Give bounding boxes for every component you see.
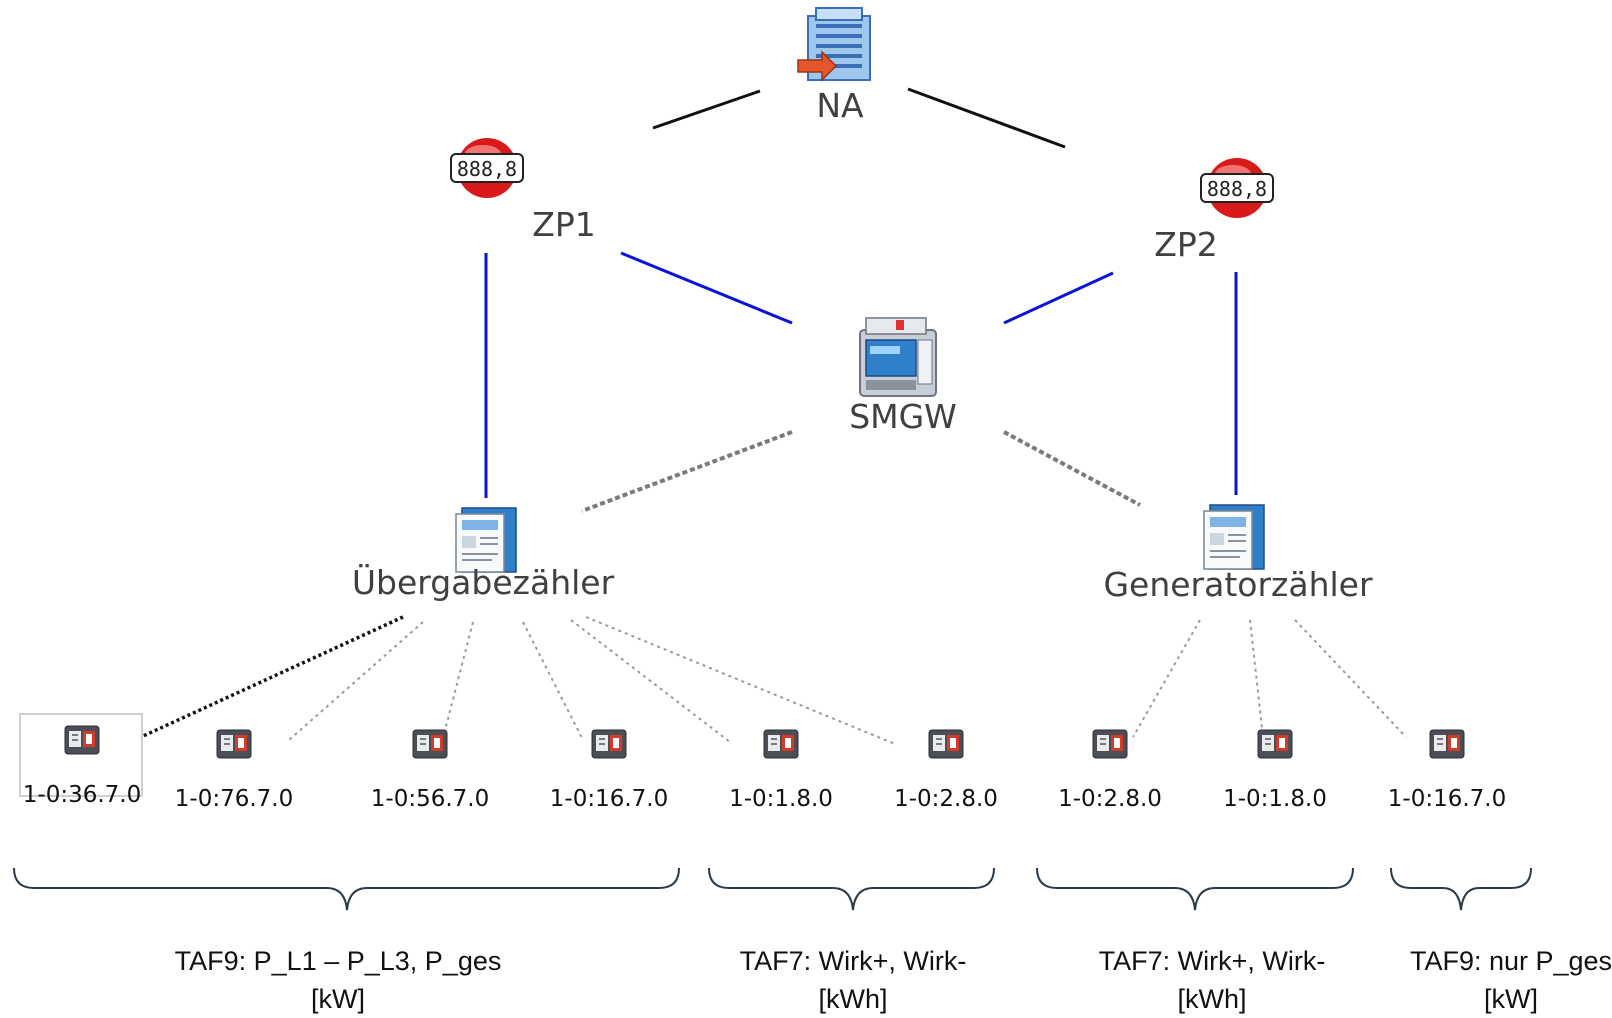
- line-meter2-obis7: [1132, 619, 1201, 738]
- bracket-group-4: [1390, 867, 1532, 911]
- meter-document-icon: [1203, 504, 1265, 570]
- obis-label[interactable]: 1-0:1.8.0: [1223, 786, 1327, 812]
- meter-display-icon: 888,8: [450, 138, 524, 198]
- line-meter2-obis8: [1249, 619, 1264, 738]
- node-meter2-label[interactable]: Generatorzähler: [1103, 565, 1373, 604]
- node-meter1-label[interactable]: Übergabezähler: [351, 563, 615, 602]
- obis-label[interactable]: 1-0:1.8.0: [729, 786, 833, 812]
- group-label-4: TAF9: nur P_ges [kW]: [1410, 942, 1612, 1018]
- obis-label[interactable]: 1-0:56.7.0: [370, 786, 490, 812]
- group-label-1: TAF9: P_L1 – P_L3, P_ges [kW]: [175, 942, 502, 1018]
- register-icon: [64, 725, 100, 755]
- line-meter2-obis9: [1294, 619, 1407, 738]
- obis-label[interactable]: 1-0:2.8.0: [894, 786, 998, 812]
- obis-label[interactable]: 1-0:16.7.0: [549, 786, 669, 812]
- line-meter1-obis4: [522, 621, 584, 741]
- register-icon: [412, 729, 448, 759]
- group-label-2-line1: TAF7: Wirk+, Wirk-: [739, 946, 967, 976]
- register-icon: [591, 729, 627, 759]
- node-smgw-label[interactable]: SMGW: [849, 397, 957, 436]
- selection-box: [19, 713, 143, 797]
- register-icon: [928, 729, 964, 759]
- group-label-3-line2: [kWh]: [1177, 984, 1247, 1014]
- line-meter1-obis1: [140, 615, 404, 739]
- meter-display-text: 888,8: [1207, 177, 1267, 201]
- line-zp1-smgw: [620, 251, 793, 325]
- line-na-zp1: [652, 89, 761, 130]
- gateway-device-icon: [859, 317, 937, 397]
- register-icon: [1257, 729, 1293, 759]
- bracket-group-1: [13, 867, 680, 911]
- bracket-group-3: [1036, 867, 1354, 911]
- line-zp2-smgw: [1003, 271, 1114, 325]
- group-label-4-line2: [kW]: [1484, 984, 1538, 1014]
- register-icon: [216, 729, 252, 759]
- register-icon: [763, 729, 799, 759]
- group-label-2: TAF7: Wirk+, Wirk- [kWh]: [740, 942, 967, 1018]
- register-icon: [1092, 729, 1128, 759]
- obis-label[interactable]: 1-0:16.7.0: [1387, 786, 1507, 812]
- meter-display-text: 888,8: [457, 157, 517, 181]
- line-meter1-obis5: [570, 619, 731, 743]
- line-smgw-meter2: [1003, 430, 1141, 507]
- line-meter1-obis2: [288, 621, 424, 741]
- line-smgw-meter1: [581, 430, 793, 513]
- group-label-4-line1: TAF9: nur P_ges: [1409, 946, 1612, 976]
- node-zp2-label[interactable]: ZP2: [1154, 225, 1218, 264]
- meter-document-icon: [455, 507, 517, 573]
- obis-label[interactable]: 1-0:76.7.0: [174, 786, 294, 812]
- group-label-1-line1: TAF9: P_L1 – P_L3, P_ges: [174, 946, 502, 976]
- line-meter1-obis3: [442, 621, 474, 739]
- obis-label[interactable]: 1-0:36.7.0: [22, 782, 142, 808]
- group-label-3-line1: TAF7: Wirk+, Wirk-: [1098, 946, 1326, 976]
- line-na-zp2: [907, 87, 1066, 149]
- group-label-2-line2: [kWh]: [818, 984, 888, 1014]
- building-icon: [797, 7, 871, 82]
- bracket-group-2: [708, 867, 995, 911]
- group-label-3: TAF7: Wirk+, Wirk- [kWh]: [1099, 942, 1326, 1018]
- group-label-1-line2: [kW]: [310, 984, 365, 1014]
- node-zp1-label[interactable]: ZP1: [532, 205, 596, 244]
- line-meter1-obis6: [585, 616, 896, 745]
- register-icon: [1429, 729, 1465, 759]
- node-na-label[interactable]: NA: [816, 86, 864, 125]
- meter-display-icon: 888,8: [1200, 158, 1274, 218]
- obis-label[interactable]: 1-0:2.8.0: [1058, 786, 1162, 812]
